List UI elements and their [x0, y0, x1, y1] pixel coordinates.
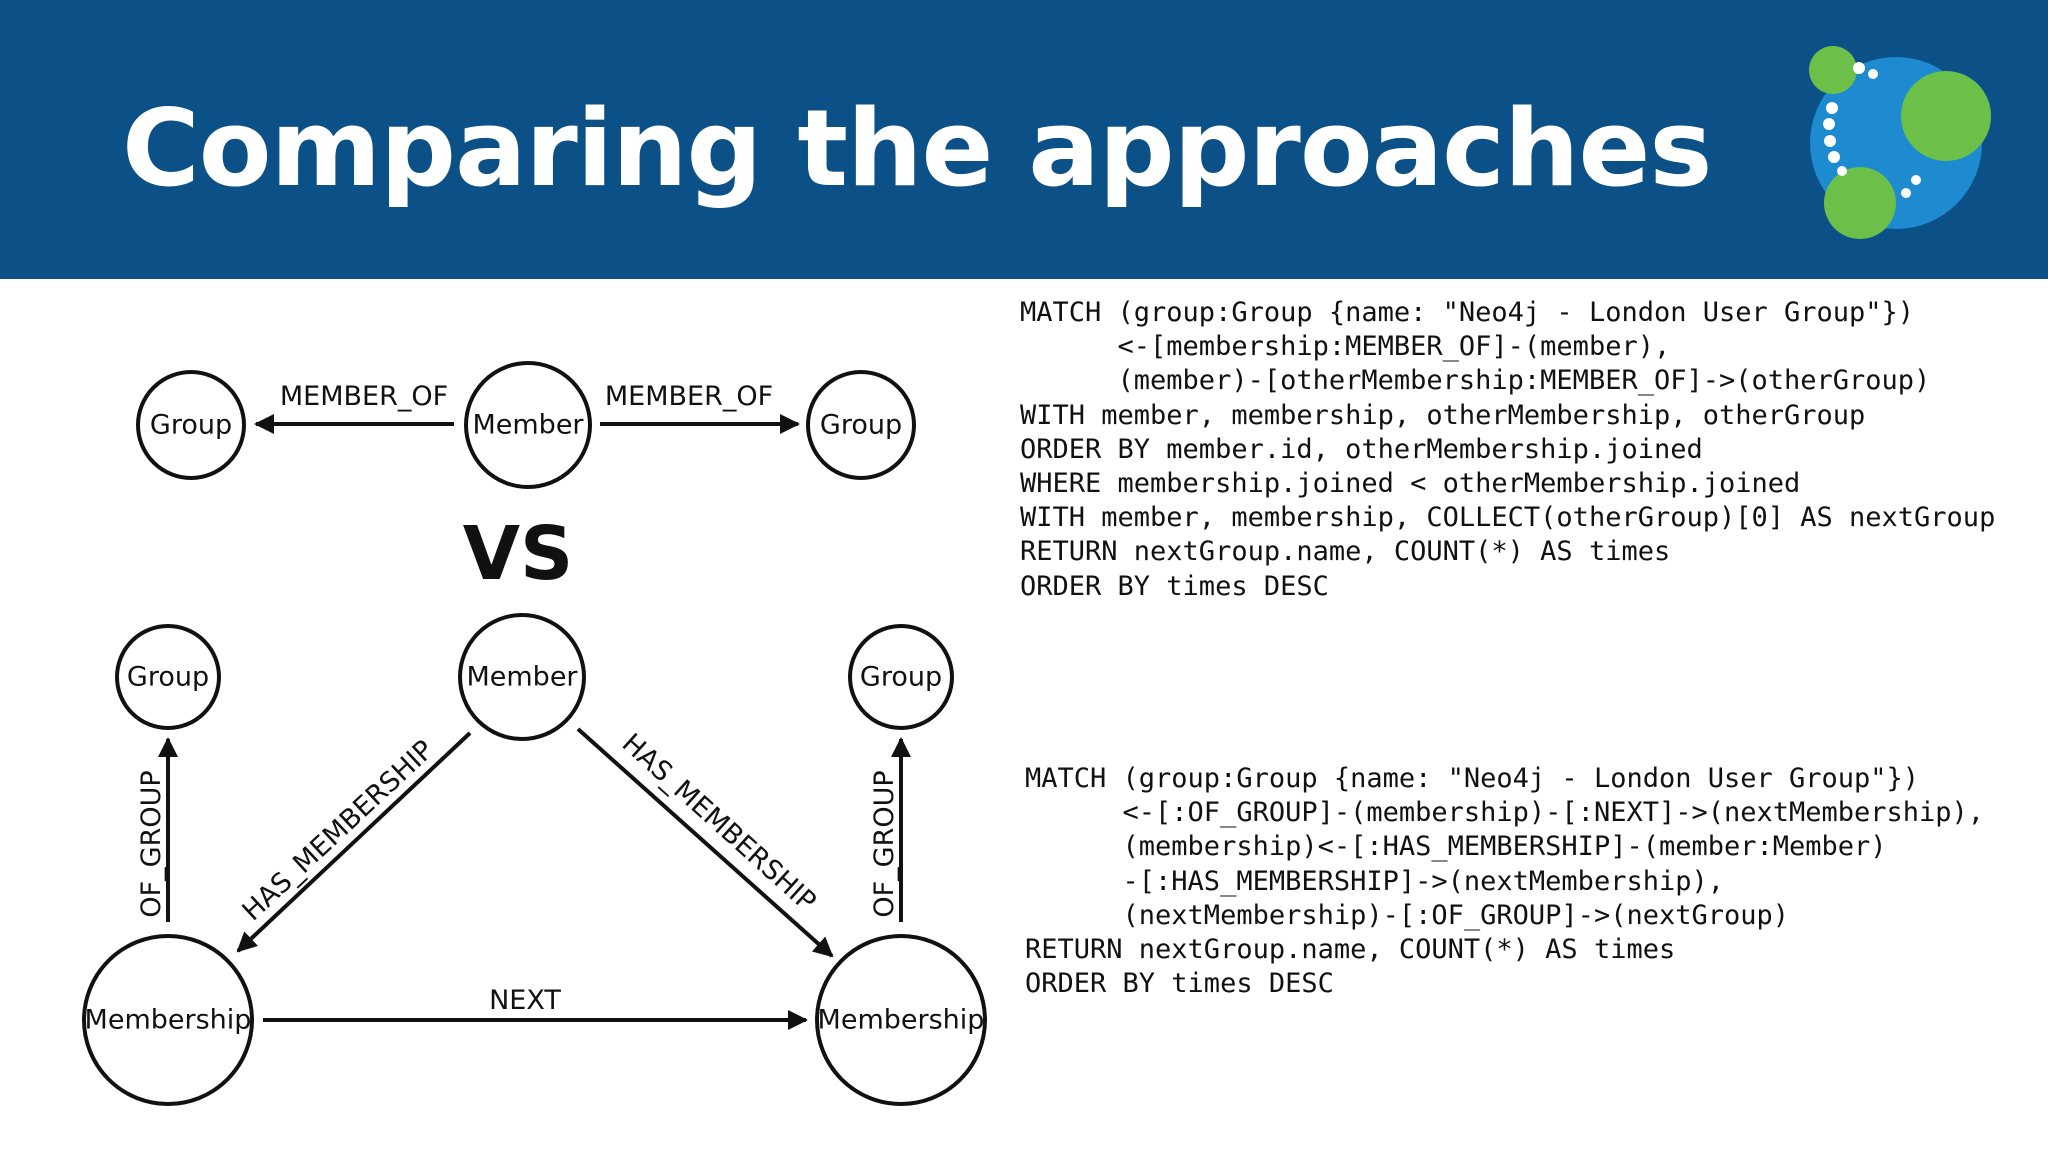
bottom-edge-of-group-right-label: OF_GROUP	[869, 770, 900, 917]
bottom-node-membership-right-label: Membership	[818, 1005, 985, 1036]
top-node-group-left-label: Group	[150, 410, 232, 441]
slide-title: Comparing the approaches	[122, 87, 1712, 210]
code-line: RETURN nextGroup.name, COUNT(*) AS times	[1025, 934, 1676, 966]
cypher-query-membership-nodes: MATCH (group:Group {name: "Neo4j - Londo…	[1025, 762, 1984, 1001]
bottom-node-group-right: Group	[848, 624, 954, 730]
bottom-node-member: Member	[458, 613, 586, 741]
bottom-node-membership-left: Membership	[82, 934, 254, 1106]
bottom-node-group-right-label: Group	[860, 662, 942, 693]
top-model: Group Member Group MEMBER_OF MEMBER_OF	[136, 361, 916, 489]
code-line: <-[membership:MEMBER_OF]-(member),	[1020, 331, 1671, 363]
graph-model-diagram: Group Member Group MEMBER_OF MEMBER_OF V…	[82, 361, 987, 1106]
code-line: MATCH (group:Group {name: "Neo4j - Londo…	[1020, 297, 1915, 328]
bottom-edge-next-label: NEXT	[489, 985, 561, 1016]
code-line: (membership)<-[:HAS_MEMBERSHIP]-(member:…	[1025, 831, 1887, 863]
code-line: WITH member, membership, otherMembership…	[1020, 399, 1866, 431]
vs-label: VS	[463, 511, 574, 597]
bottom-edge-has-membership-left-label: HAS_MEMBERSHIP	[237, 735, 440, 928]
bottom-node-membership-left-label: Membership	[85, 1005, 252, 1036]
code-line: ORDER BY times DESC	[1025, 968, 1334, 1000]
code-line: <-[:OF_GROUP]-(membership)-[:NEXT]->(nex…	[1025, 797, 1985, 829]
top-node-group-left: Group	[136, 370, 246, 480]
top-edge-member-of-right: MEMBER_OF	[600, 381, 800, 434]
bottom-node-member-label: Member	[466, 662, 578, 693]
code-line: (nextMembership)-[:OF_GROUP]->(nextGroup…	[1025, 899, 1790, 931]
neo4j-logo-icon	[1809, 46, 1991, 239]
bottom-node-group-left: Group	[115, 624, 221, 730]
top-edge-member-of-left-label: MEMBER_OF	[280, 381, 448, 412]
bottom-model: Group Member Group Membership Membership…	[82, 613, 987, 1106]
code-line: RETURN nextGroup.name, COUNT(*) AS times	[1020, 536, 1671, 568]
code-line: (member)-[otherMembership:MEMBER_OF]->(o…	[1020, 365, 1931, 397]
code-line: ORDER BY times DESC	[1020, 570, 1329, 602]
bottom-edge-next: NEXT	[263, 985, 808, 1030]
bottom-node-group-left-label: Group	[127, 662, 209, 693]
code-line: ORDER BY member.id, otherMembership.join…	[1020, 433, 1703, 465]
bottom-edge-of-group-left-label: OF_GROUP	[136, 770, 167, 917]
cypher-query-member-of: MATCH (group:Group {name: "Neo4j - Londo…	[1020, 296, 1995, 604]
code-line: MATCH (group:Group {name: "Neo4j - Londo…	[1025, 763, 1920, 794]
top-node-group-right-label: Group	[820, 410, 902, 441]
bottom-edge-has-membership-left: HAS_MEMBERSHIP	[236, 731, 472, 953]
code-line: WHERE membership.joined < otherMembershi…	[1020, 468, 1801, 500]
slide-header: Comparing the approaches	[0, 0, 2048, 279]
top-node-member: Member	[464, 361, 592, 489]
code-line: WITH member, membership, COLLECT(otherGr…	[1020, 502, 1996, 534]
code-line: -[:HAS_MEMBERSHIP]->(nextMembership),	[1025, 865, 1724, 897]
bottom-node-membership-right: Membership	[815, 934, 987, 1106]
bottom-edge-of-group-left: OF_GROUP	[136, 737, 178, 922]
bottom-edge-has-membership-right: HAS_MEMBERSHIP	[576, 727, 834, 958]
top-edge-member-of-left: MEMBER_OF	[254, 381, 454, 434]
bottom-edge-of-group-right: OF_GROUP	[869, 737, 911, 922]
top-node-member-label: Member	[472, 410, 584, 441]
top-node-group-right: Group	[806, 370, 916, 480]
bottom-edge-has-membership-right-label: HAS_MEMBERSHIP	[616, 728, 822, 918]
top-edge-member-of-right-label: MEMBER_OF	[605, 381, 773, 412]
